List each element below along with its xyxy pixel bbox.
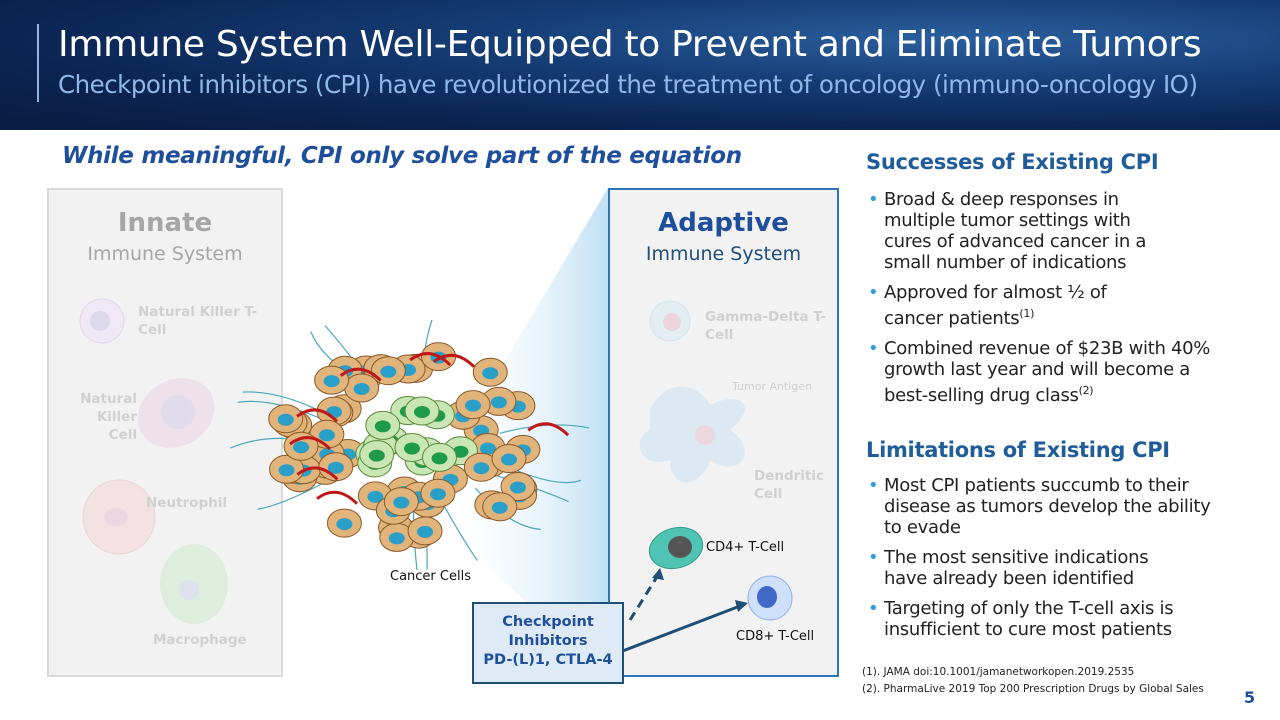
successes-heading: Successes of Existing CPI (866, 150, 1159, 174)
cell-nucleus (482, 367, 499, 380)
gamma-delta-t-cell-label: Gamma-Delta T-Cell (705, 309, 827, 343)
cell-nucleus (404, 442, 421, 455)
blood-vessel (316, 490, 359, 505)
cancer-cells-label: Cancer Cells (390, 569, 471, 584)
cell-nucleus (490, 396, 507, 409)
dendritic-cell-label: Dendritic Cell (754, 468, 825, 502)
cell-nucleus (336, 518, 353, 531)
bullet-text: Most CPI patients succumb to their disea… (884, 475, 1211, 538)
adaptive-cells-illustration (619, 300, 793, 654)
cell-nucleus (368, 449, 385, 462)
vessel-strand (237, 400, 325, 421)
cell-nucleus (323, 375, 340, 388)
adaptive-subtitle: Immune System (645, 243, 802, 265)
cell-nucleus (367, 490, 384, 503)
cell-nucleus (417, 525, 434, 538)
blood-vessel (527, 422, 570, 437)
tagline: While meaningful, CPI only solve part of… (62, 143, 742, 169)
cell-nucleus (327, 461, 344, 474)
cell-nucleus (318, 429, 335, 442)
cell-nucleus (393, 496, 410, 509)
cell-nucleus (374, 420, 391, 433)
header-banner (0, 0, 1280, 130)
successes-list: Broad & deep responses in multiple tumor… (866, 189, 1266, 415)
cell-nucleus (465, 399, 482, 412)
cell-nucleus (509, 481, 526, 494)
footnote-ref: (1) (1019, 307, 1035, 320)
cell-nucleus (388, 532, 405, 545)
cell-nucleus (325, 406, 342, 419)
list-item: Most CPI patients succumb to their disea… (866, 475, 1211, 538)
cell-nucleus (491, 501, 508, 514)
blood-vessel (339, 367, 382, 382)
adaptive-panel: Adaptive Immune System Gamma-Delta T-Cel… (608, 188, 839, 677)
checkpoint-line2: Inhibitors (508, 633, 588, 649)
cell-nucleus (413, 405, 430, 418)
vessel-strand (443, 504, 478, 561)
checkpoint-line3: PD-(L)1, CTLA-4 (483, 652, 613, 668)
innate-title: Innate (117, 208, 213, 238)
cd4-t-cell-label: CD4+ T-Cell (706, 540, 785, 555)
page-number: 5 (1244, 688, 1256, 707)
blood-vessel (296, 466, 339, 481)
list-item: Targeting of only the T-cell axis is ins… (866, 598, 1226, 640)
bullet-text: The most sensitive indications have alre… (884, 547, 1149, 589)
list-item: The most sensitive indications have alre… (866, 547, 1196, 589)
list-item: Combined revenue of $23B with 40% growth… (866, 338, 1211, 406)
cell-nucleus (293, 441, 310, 454)
limitations-list: Most CPI patients succumb to their disea… (866, 475, 1266, 649)
cell-nucleus (431, 452, 448, 465)
slide-subtitle: Checkpoint inhibitors (CPI) have revolut… (58, 70, 1198, 99)
bullet-text: Combined revenue of $23B with 40% growth… (884, 338, 1211, 406)
macrophage-label: Macrophage (153, 632, 247, 648)
innate-panel: Innate Immune System Natural Killer T-Ce… (47, 188, 283, 677)
bullet-text: Broad & deep responses in multiple tumor… (884, 189, 1147, 273)
cell-nucleus (473, 462, 490, 475)
natural-killer-t-cell-label: Natural Killer T-Cell (138, 304, 258, 338)
innate-cells-illustration (79, 298, 228, 624)
innate-subtitle: Immune System (87, 243, 243, 265)
cell-nucleus (380, 365, 397, 378)
blood-vessel (296, 408, 339, 423)
footnote-2: (2). PharmaLive 2019 Top 200 Prescriptio… (862, 683, 1204, 695)
cell-nucleus (278, 464, 295, 477)
natural-killer-cell-label: Natural Killer Cell (80, 391, 137, 443)
bullet-text: Approved for almost ½ of cancer patients (884, 282, 1107, 329)
checkpoint-inhibitors-box: Checkpoint Inhibitors PD-(L)1, CTLA-4 (472, 602, 624, 684)
neutrophil-label: Neutrophil (146, 495, 227, 511)
footnote-ref: (2) (1078, 384, 1094, 397)
cell-nucleus (479, 442, 496, 455)
blood-vessel (433, 353, 476, 368)
bullet-text: Targeting of only the T-cell axis is ins… (884, 598, 1174, 640)
limitations-heading: Limitations of Existing CPI (866, 438, 1170, 462)
cell-nucleus (429, 488, 446, 501)
adaptive-title: Adaptive (658, 208, 789, 238)
list-item: Approved for almost ½ of cancer patients… (866, 282, 1156, 329)
cell-nucleus (501, 453, 518, 466)
slide-title: Immune System Well-Equipped to Prevent a… (58, 24, 1202, 65)
cd8-t-cell-label: CD8+ T-Cell (736, 629, 815, 644)
vessel-strand (499, 424, 590, 435)
list-item: Broad & deep responses in multiple tumor… (866, 189, 1166, 273)
tumor-cluster-illustration (230, 320, 590, 570)
checkpoint-line1: Checkpoint (502, 614, 594, 630)
blood-vessel (409, 352, 452, 367)
tumor-antigen-label: Tumor Antigen (732, 380, 813, 393)
footnote-1: (1). JAMA doi:10.1001/jamanetworkopen.20… (862, 666, 1135, 678)
header-divider (37, 24, 39, 102)
cell-nucleus (353, 382, 370, 395)
cell-nucleus (277, 413, 294, 426)
blood-vessel (289, 436, 332, 451)
